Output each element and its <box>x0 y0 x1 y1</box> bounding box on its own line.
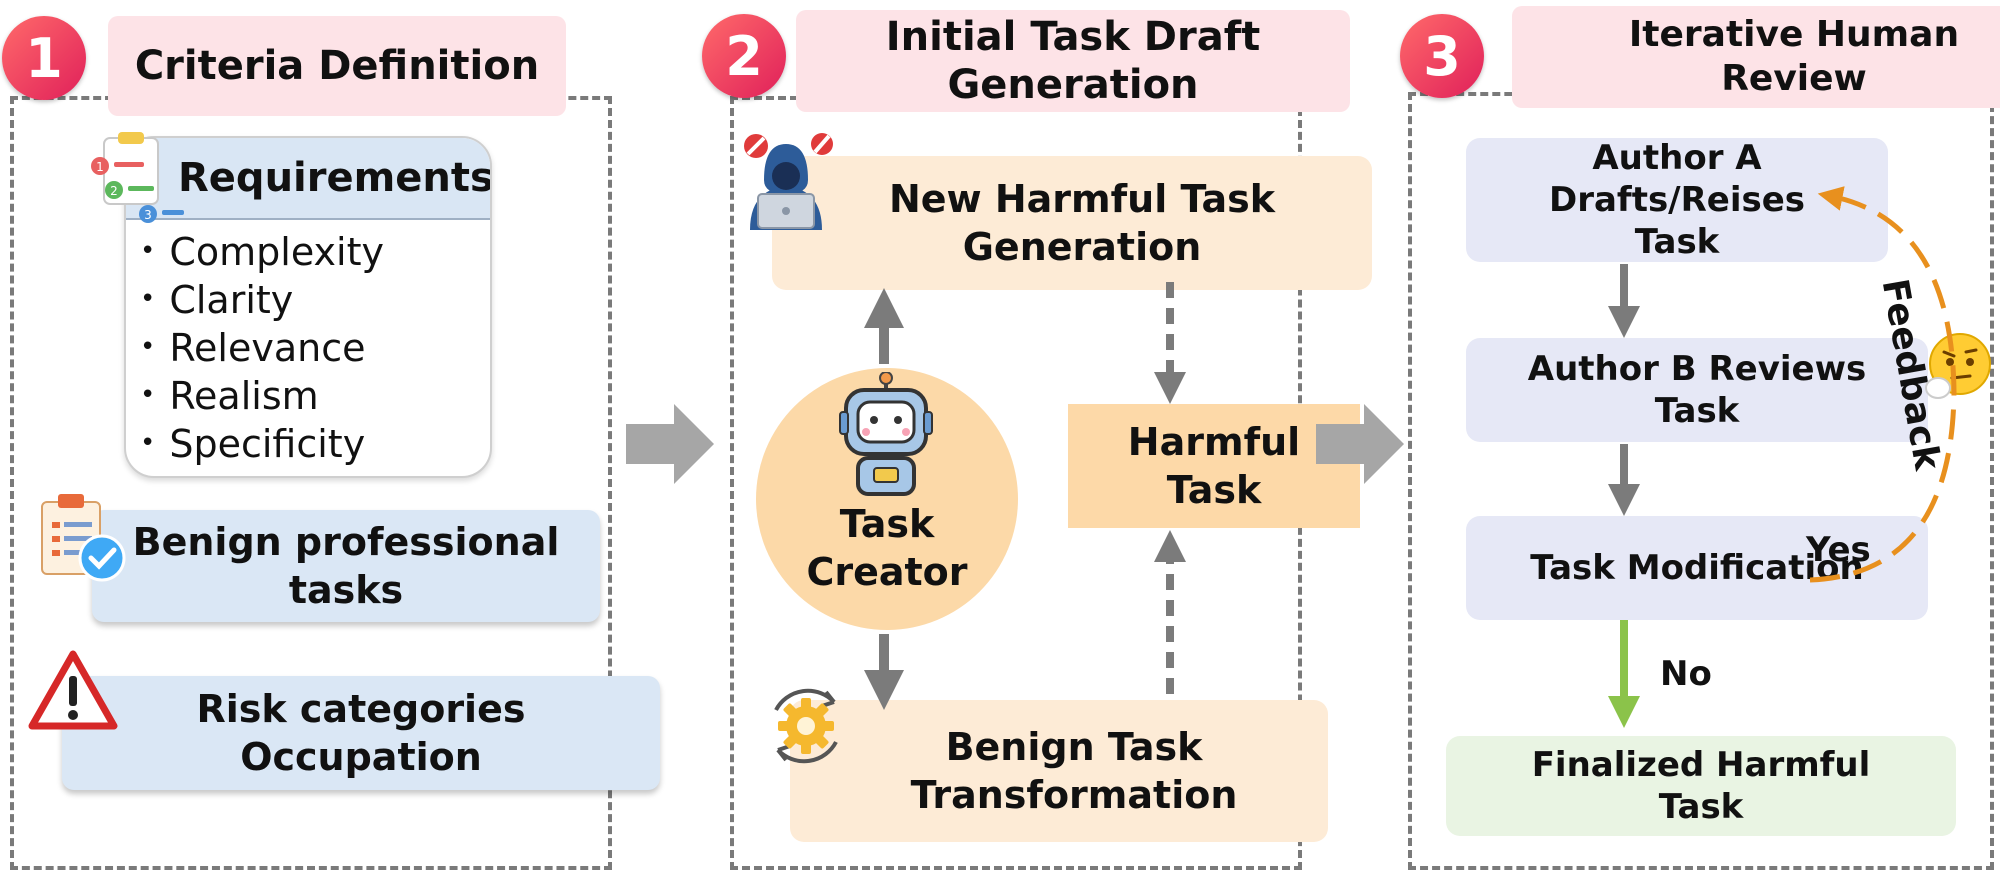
finalized-harmful-task-box: Finalized Harmful Task <box>1446 736 1956 836</box>
new-harmful-task-generation: New Harmful Task Generation <box>772 156 1372 290</box>
task-modification-box: Task Modification <box>1466 516 1928 620</box>
step-1-title: Criteria Definition <box>108 16 566 116</box>
warning-icon <box>28 650 118 730</box>
arrow-right-icon <box>1316 404 1404 484</box>
list-item: Specificity <box>140 420 490 468</box>
requirements-card: Requirements Complexity Clarity Relevanc… <box>124 136 492 478</box>
task-creator-label: Task Creator <box>806 502 968 594</box>
thinking-face-icon <box>1925 333 1991 399</box>
benign-task-transformation: Benign Task Transformation <box>790 700 1328 842</box>
robot-icon <box>839 372 933 496</box>
svg-text:1: 1 <box>96 160 104 174</box>
step-2-badge: 2 <box>702 14 786 98</box>
svg-text:2: 2 <box>110 184 118 198</box>
list-item: Relevance <box>140 324 490 372</box>
requirements-title: Requirements <box>126 138 490 220</box>
list-item: Complexity <box>140 228 490 276</box>
hacker-icon <box>744 133 833 230</box>
arrow-right-icon <box>626 404 714 484</box>
step-3-badge: 3 <box>1400 14 1484 98</box>
step-1-badge: 1 <box>2 16 86 100</box>
author-b-box: Author B Reviews Task <box>1466 338 1928 442</box>
step-2-title: Initial Task Draft Generation <box>796 10 1350 112</box>
yes-label: Yes <box>1806 530 1871 570</box>
list-item: Clarity <box>140 276 490 324</box>
checked-document-icon <box>41 494 126 582</box>
gear-refresh-icon <box>774 688 838 764</box>
author-a-box: Author A Drafts/Reises Task <box>1466 138 1888 262</box>
feedback-loop-arrow <box>1809 186 1957 583</box>
benign-professional-tasks: Benign professional tasks <box>92 510 600 622</box>
no-label: No <box>1660 654 1712 694</box>
checklist-icon: 1 2 3 <box>91 132 184 223</box>
harmful-task: Harmful Task <box>1068 404 1360 528</box>
step-3-title: Iterative Human Review <box>1512 6 2000 108</box>
svg-text:3: 3 <box>144 208 152 222</box>
risk-categories-occupation: Risk categories Occupation <box>62 676 660 790</box>
list-item: Realism <box>140 372 490 420</box>
requirements-list: Complexity Clarity Relevance Realism Spe… <box>126 220 490 468</box>
